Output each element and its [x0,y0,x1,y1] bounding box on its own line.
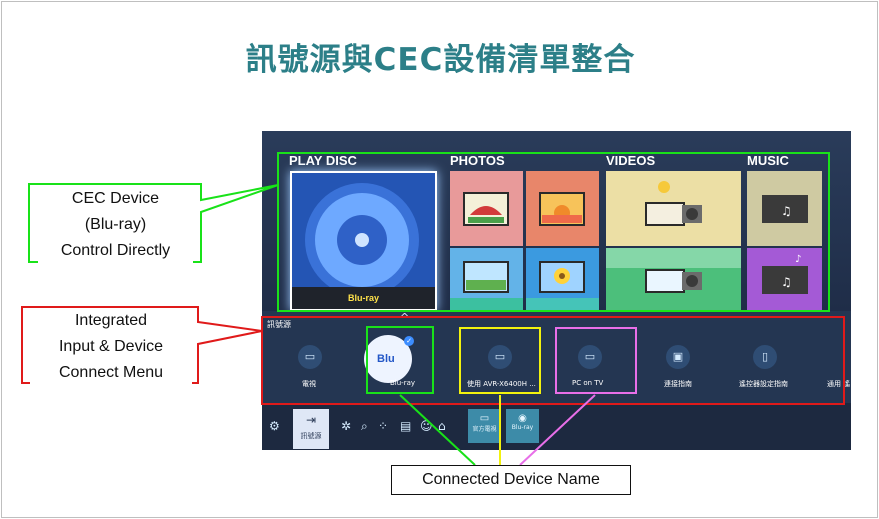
cec-device-callout: CEC Device (Blu-ray) Control Directly [38,186,193,264]
search-icon[interactable]: ⌕ [361,419,368,433]
music-tile[interactable]: ♫♪ [747,248,822,311]
callout-line: Input & Device [58,338,164,355]
content-row: PLAY DISC PHOTOS VIDEOS MUSIC Blu-ray [262,131,851,311]
landscape-picture-icon [450,261,523,311]
source-bar-highlight [261,316,845,405]
bluray-highlight [366,326,434,394]
source-item-label[interactable]: 遙控器設定指南 [739,380,788,388]
cec-content-highlight [277,152,830,312]
avr-highlight [459,327,541,394]
check-icon: ✓ [404,336,414,346]
music-tile[interactable]: ♫ [747,171,822,246]
section-videos: VIDEOS [606,153,656,168]
picture-icon [463,192,509,226]
source-item-label[interactable]: Blu-ray [390,379,416,387]
apps-icon[interactable]: ⁘ [378,419,389,433]
disc-icon: ◉ [518,413,527,424]
source-item-label[interactable]: 電視 [302,380,316,388]
section-play-disc: PLAY DISC [289,153,357,168]
video-tile[interactable] [606,248,741,311]
callout-line: Control Directly [60,242,171,259]
video-tile[interactable] [606,171,741,246]
gallery-icon[interactable]: ▤ [400,419,412,433]
photo-tile[interactable] [450,171,523,246]
monitor-icon[interactable]: ▭ [578,345,602,369]
callout-line: CEC Device [71,190,160,207]
tv-icon[interactable]: ▭ [298,345,322,369]
svg-text:♫: ♫ [781,204,792,218]
source-item-label[interactable]: PC on TV [572,379,604,387]
bluray-icon: Blu [377,353,395,365]
callout-line: Connect Menu [58,364,164,381]
disc-card-label: Blu-ray [292,287,435,309]
source-item-label[interactable]: 使用 AVR-X6400H ... [467,380,536,388]
nav-tile-official-tv[interactable]: ▭ 官方電視 [468,409,501,443]
callout-line: (Blu-ray) [84,216,147,233]
video-camera-icon [645,181,702,226]
smile-icon[interactable]: ☺ [420,419,433,433]
flower-picture-icon [526,261,599,311]
source-item-label[interactable]: 連接指南 [664,380,692,388]
source-bar: 訊號源 ^ ▭ 電視 Blu ✓ Blu-ray ▭ 使用 AVR-X6400H… [262,311,851,403]
nav-tile-label: Blu-ray [511,424,534,431]
music-note-icon: ♫ [762,195,808,223]
nav-tile-bluray[interactable]: ◉ Blu-ray [506,409,539,443]
photo-tile[interactable] [526,248,599,311]
tv-icon: ▭ [479,413,490,424]
sparkle-icon[interactable]: ✲ [341,419,352,433]
photo-tile[interactable] [526,171,599,246]
source-bar-title: 訊號源 [267,320,291,329]
guide-icon[interactable]: ▣ [666,345,690,369]
section-music: MUSIC [747,153,789,168]
integrated-menu-callout: Integrated Input & Device Connect Menu [30,308,192,386]
monitor-icon[interactable]: ▭ [488,345,512,369]
nav-active-label: 訊號源 [300,432,322,440]
nav-tile-label: 官方電視 [472,426,497,433]
connected-device-name-label: Connected Device Name [391,465,631,495]
home-icon[interactable]: ⌂ [438,419,446,433]
bluray-source-button[interactable]: Blu ✓ [364,335,414,383]
remote-icon[interactable]: ▯ [753,345,777,369]
gear-icon[interactable]: ⚙ [269,419,280,433]
svg-text:♪: ♪ [795,254,801,265]
disc-icon [305,183,419,297]
video-camera-icon [606,248,741,293]
nav-source-button[interactable]: ⇥ 訊號源 [293,409,329,449]
bluray-disc-card[interactable]: Blu-ray [290,171,437,311]
slide-title: 訊號源與CEC設備清單整合 [245,42,636,78]
photo-tile[interactable] [450,248,523,311]
svg-text:♫: ♫ [781,275,792,289]
callout-line: Integrated [74,312,148,329]
section-photos: PHOTOS [450,153,505,168]
source-icon: ⇥ [305,413,317,427]
source-item-label[interactable]: 通用 遙 [827,380,851,388]
sunset-picture-icon [539,192,585,226]
music-note-icon: ♫♪ [762,254,808,294]
bottom-nav: ⚙ ⇥ 訊號源 ✲ ⌕ ⁘ ▤ ☺ ⌂ ▭ 官方電視 ◉ Blu-ray [262,403,851,450]
pc-highlight [555,327,637,394]
